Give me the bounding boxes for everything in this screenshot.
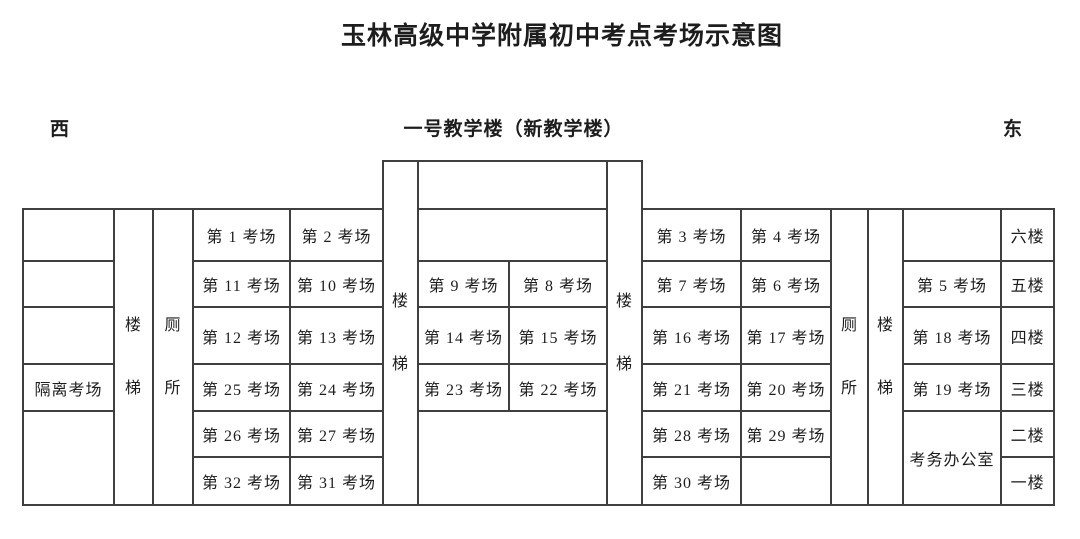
exam-room-8: 第 8 考场: [508, 260, 609, 308]
exam-room-14: 第 14 考场: [417, 306, 511, 365]
exam-room-6: 第 6 考场: [740, 260, 833, 308]
direction-label-west: 西: [50, 119, 70, 140]
page-title: 玉林高级中学附属初中考点考场示意图: [340, 23, 783, 50]
exam-room-12: 第 12 考场: [192, 306, 291, 365]
stair-column-east: 楼梯: [867, 208, 905, 506]
isolation-room: 隔离考场: [22, 363, 115, 412]
exam-room-25: 第 25 考场: [192, 363, 291, 412]
west-end-cell-f5: [22, 260, 115, 308]
exam-room-31: 第 31 考场: [288, 456, 385, 506]
east-blank-cell-f1: [740, 456, 833, 506]
exam-room-3: 第 3 考场: [641, 208, 743, 262]
exam-room-26: 第 26 考场: [192, 410, 291, 458]
stair-column-middle-right: 楼梯: [606, 160, 644, 506]
middle-roof-cell: [417, 160, 609, 210]
floor-label-4: 四楼: [1000, 306, 1056, 365]
floor-label-5: 五楼: [1000, 260, 1056, 308]
floor-label-3: 三楼: [1000, 363, 1056, 412]
building-label: 一号教学楼（新教学楼）: [403, 119, 624, 140]
exam-room-17: 第 17 考场: [740, 306, 833, 365]
stair-column-middle-left: 楼梯: [382, 160, 420, 506]
floor-label-1: 一楼: [1000, 456, 1056, 506]
direction-label-east: 东: [1003, 119, 1023, 140]
exam-layout-table-body: 楼梯楼梯楼梯厕所第 1 考场第 2 考场第 3 考场第 4 考场厕所楼梯六楼第 …: [22, 160, 1056, 506]
exam-room-20: 第 20 考场: [740, 363, 833, 412]
toilet-column-west: 厕所: [152, 208, 194, 506]
stair-column-middle-right-label: 楼梯: [616, 292, 634, 373]
exam-room-28: 第 28 考场: [641, 410, 743, 458]
exam-room-32: 第 32 考场: [192, 456, 291, 506]
exam-room-5: 第 5 考场: [902, 260, 1003, 308]
stair-column-middle-left-label: 楼梯: [392, 292, 410, 373]
toilet-column-east-label: 厕所: [841, 316, 859, 397]
exam-room-21: 第 21 考场: [641, 363, 743, 412]
exam-room-9: 第 9 考场: [417, 260, 511, 308]
middle-cell-f6: [417, 208, 609, 262]
exam-room-30: 第 30 考场: [641, 456, 743, 506]
exam-room-11: 第 11 考场: [192, 260, 291, 308]
exam-room-1: 第 1 考场: [192, 208, 291, 262]
exam-room-7: 第 7 考场: [641, 260, 743, 308]
middle-cell-lower: [417, 410, 609, 506]
stair-column-west-label: 楼梯: [124, 316, 142, 397]
exam-office: 考务办公室: [902, 410, 1003, 506]
exam-room-27: 第 27 考场: [288, 410, 385, 458]
ghost-left-strip: [23, 161, 383, 209]
west-end-cell-f4: [22, 306, 115, 365]
west-end-cell-lower: [22, 410, 115, 506]
ghost-right-strip: [642, 161, 1054, 209]
toilet-column-west-label: 厕所: [164, 316, 182, 397]
exam-room-18: 第 18 考场: [902, 306, 1003, 365]
exam-room-13: 第 13 考场: [288, 306, 385, 365]
stair-column-east-label: 楼梯: [877, 316, 895, 397]
exam-room-2: 第 2 考场: [288, 208, 385, 262]
exam-room-4: 第 4 考场: [740, 208, 833, 262]
exam-room-15: 第 15 考场: [508, 306, 609, 365]
exam-room-23: 第 23 考场: [417, 363, 511, 412]
exam-room-22: 第 22 考场: [508, 363, 609, 412]
floor-label-6: 六楼: [1000, 208, 1056, 262]
exam-room-29: 第 29 考场: [740, 410, 833, 458]
exam-room-24: 第 24 考场: [288, 363, 385, 412]
west-end-cell-f6: [22, 208, 115, 262]
stair-column-west: 楼梯: [113, 208, 154, 506]
east-end-cell-f6: [902, 208, 1003, 262]
floor-label-2: 二楼: [1000, 410, 1056, 458]
exam-layout-table: 楼梯楼梯楼梯厕所第 1 考场第 2 考场第 3 考场第 4 考场厕所楼梯六楼第 …: [22, 160, 1056, 506]
exam-room-10: 第 10 考场: [288, 260, 385, 308]
exam-room-16: 第 16 考场: [641, 306, 743, 365]
exam-room-19: 第 19 考场: [902, 363, 1003, 412]
toilet-column-east: 厕所: [830, 208, 870, 506]
